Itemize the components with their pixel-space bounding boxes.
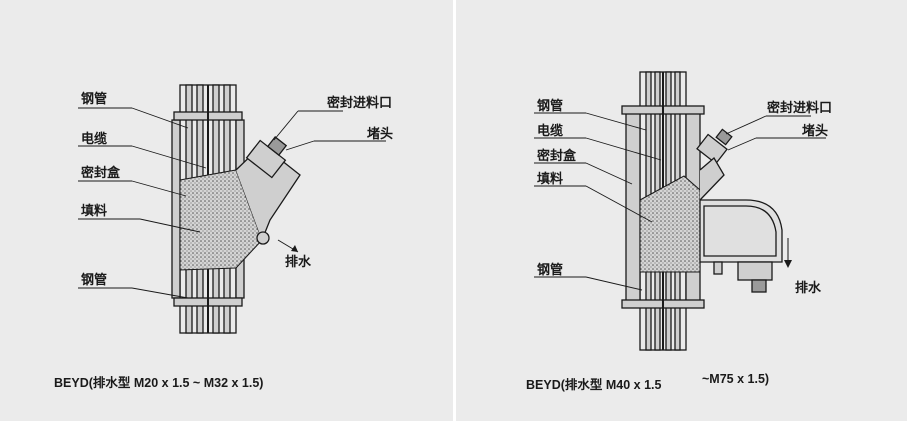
left-label-cable: 电缆 xyxy=(81,131,108,146)
left-caption: BEYD(排水型 M20 x 1.5 ~ M32 x 1.5) xyxy=(54,376,264,390)
right-label-filler: 填料 xyxy=(537,171,564,186)
left-label-seal-box: 密封盒 xyxy=(81,165,121,180)
left-label-seal-inlet: 密封进料口 xyxy=(327,95,393,110)
right-diagram-panel: 钢管 电缆 密封盒 填料 钢管 密封进料口 堵头 排水 BEYD(排水型 M40… xyxy=(456,0,907,421)
right-fitting-drawing xyxy=(534,71,826,351)
left-label-drain: 排水 xyxy=(285,254,312,269)
right-label-seal-inlet: 密封进料口 xyxy=(767,100,833,115)
left-label-steel-pipe-top: 钢管 xyxy=(81,91,108,106)
left-fitting-drawing xyxy=(78,84,386,334)
left-label-plug: 堵头 xyxy=(367,126,394,141)
right-label-cable: 电缆 xyxy=(537,123,564,138)
right-label-seal-box: 密封盒 xyxy=(537,148,577,163)
left-label-filler: 填料 xyxy=(81,203,108,218)
right-caption-part2: ~M75 x 1.5) xyxy=(702,372,770,386)
right-label-steel-pipe-bottom: 钢管 xyxy=(537,262,564,277)
right-label-steel-pipe-top: 钢管 xyxy=(537,98,564,113)
right-caption-part1: BEYD(排水型 M40 x 1.5 xyxy=(526,378,662,392)
right-label-plug: 堵头 xyxy=(802,123,829,138)
right-label-drain: 排水 xyxy=(795,280,822,295)
left-diagram-panel: 钢管 电缆 密封盒 填料 钢管 密封进料口 堵头 排水 BEYD(排水型 M20… xyxy=(0,0,453,421)
left-label-steel-pipe-bottom: 钢管 xyxy=(81,272,108,287)
